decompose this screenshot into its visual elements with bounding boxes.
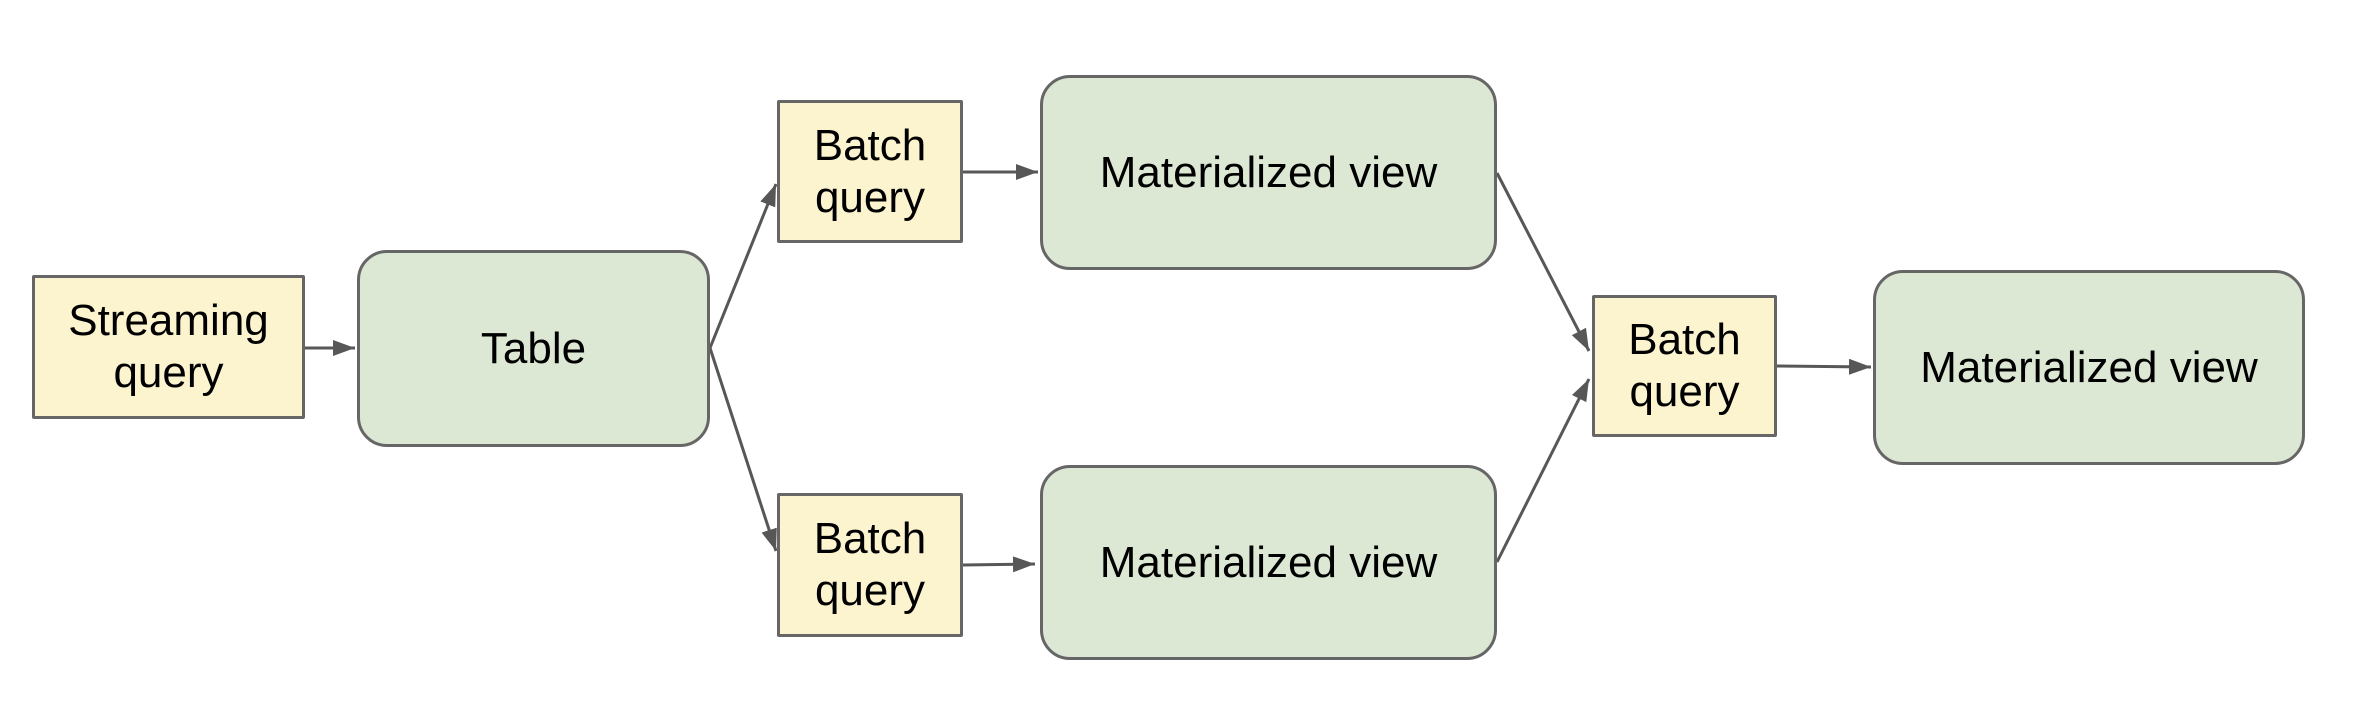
node-table-label: Table: [480, 323, 587, 373]
node-batch-query-top: Batch query: [777, 100, 963, 243]
node-batch-query-top-label: Batch query: [813, 120, 927, 222]
node-batch-query-bottom: Batch query: [777, 493, 963, 637]
edge-batch-query-right-to-materialized-view-final: [1776, 358, 1872, 375]
node-materialized-view-bottom-label: Materialized view: [1099, 537, 1438, 587]
node-batch-query-right: Batch query: [1592, 295, 1777, 437]
node-streaming-query-label: Streaming query: [68, 296, 269, 397]
edge-materialized-view-bottom-to-batch-query-right: [1495, 378, 1591, 563]
edge-table-to-batch-query-top: [708, 183, 778, 349]
node-batch-query-bottom-label: Batch query: [813, 514, 927, 615]
edge-materialized-view-top-to-batch-query-right: [1495, 172, 1591, 352]
node-table: Table: [357, 250, 710, 447]
node-streaming-query: Streaming query: [32, 275, 305, 419]
node-batch-query-right-label: Batch query: [1628, 315, 1741, 416]
node-materialized-view-final: Materialized view: [1873, 270, 2305, 465]
node-materialized-view-top-label: Materialized view: [1099, 147, 1438, 197]
edge-table-to-batch-query-bottom: [708, 347, 778, 552]
node-materialized-view-bottom: Materialized view: [1040, 465, 1497, 660]
node-materialized-view-final-label: Materialized view: [1920, 342, 2258, 392]
node-materialized-view-top: Materialized view: [1040, 75, 1497, 270]
edge-batch-query-bottom-to-materialized-view-bottom: [962, 556, 1036, 573]
